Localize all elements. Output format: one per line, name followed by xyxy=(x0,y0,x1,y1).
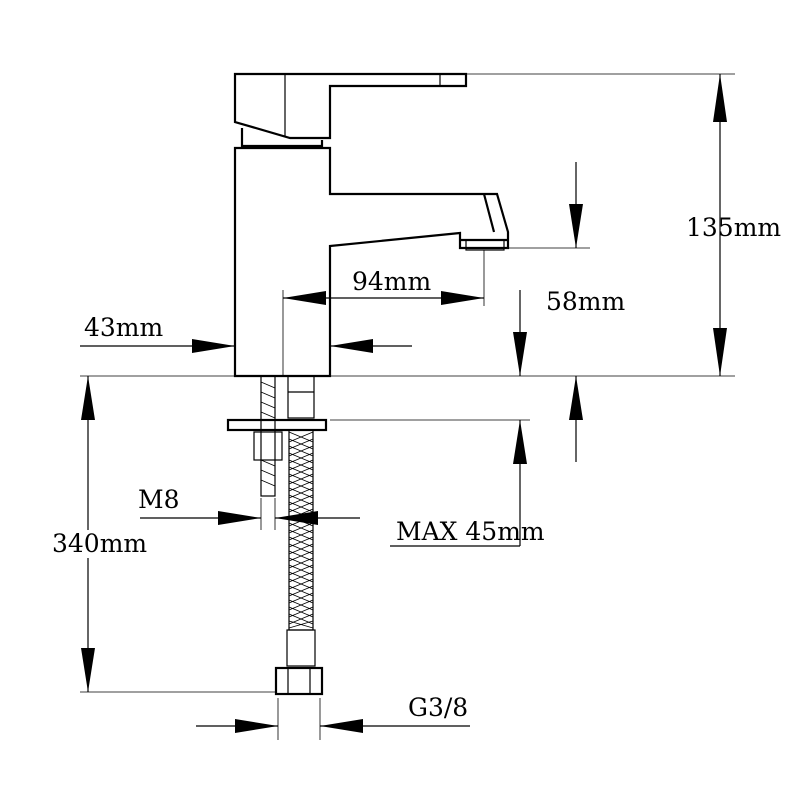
dimension-94mm xyxy=(283,291,484,305)
extension-lines xyxy=(80,73,735,740)
braid-strand xyxy=(288,620,314,629)
label-135mm: 135mm xyxy=(686,213,781,242)
dimension-43mm xyxy=(80,339,412,353)
hose-fitting-bottom xyxy=(286,629,316,667)
dimension-340mm xyxy=(81,376,95,692)
lever-handle xyxy=(233,72,468,140)
rod-nut xyxy=(253,431,283,461)
g38-nut xyxy=(274,666,324,696)
dimension-g38 xyxy=(196,719,470,733)
dimension-m8 xyxy=(140,511,360,525)
spout-tip xyxy=(460,193,508,242)
label-58mm: 58mm xyxy=(546,287,626,316)
handle-collar xyxy=(240,128,324,148)
dimension-135mm xyxy=(713,74,727,376)
label-94mm: 94mm xyxy=(352,267,432,296)
label-max-45mm: MAX 45mm xyxy=(396,517,545,546)
label-340mm: 340mm xyxy=(52,529,147,558)
faucet-outline xyxy=(233,72,510,378)
hose-braid-pattern xyxy=(288,431,314,629)
dimension-max-45mm xyxy=(390,290,527,547)
label-g38: G3/8 xyxy=(408,693,468,722)
dimension-58mm xyxy=(569,162,583,462)
hose-fitting-top xyxy=(287,375,315,419)
braided-hose xyxy=(288,429,314,631)
label-m8: M8 xyxy=(138,485,180,514)
mounting-plate xyxy=(226,418,328,432)
mounting-hardware xyxy=(226,375,328,696)
aerator xyxy=(465,239,505,251)
threaded-rod xyxy=(260,375,276,497)
label-43mm: 43mm xyxy=(84,313,164,342)
